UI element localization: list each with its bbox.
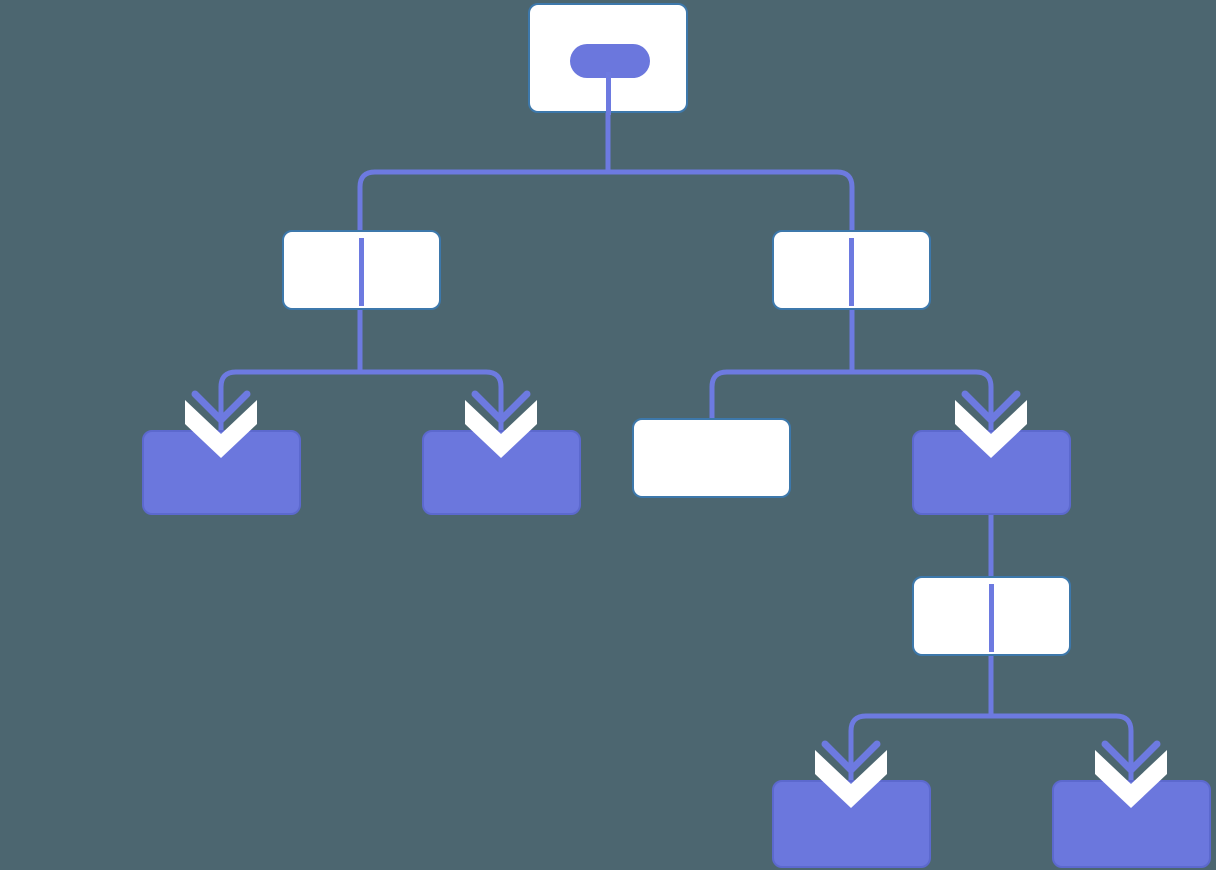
node-leaf-e[interactable] <box>1052 780 1211 868</box>
node-leaf-b[interactable] <box>422 430 581 515</box>
node-root-stem <box>605 72 611 115</box>
node-branch-right-passthrough <box>849 238 854 306</box>
node-leaf-a[interactable] <box>142 430 301 515</box>
node-branch-deep-2[interactable] <box>912 576 1071 656</box>
node-leaf-d[interactable] <box>772 780 931 868</box>
node-root[interactable] <box>528 3 688 115</box>
node-leaf-c[interactable] <box>632 418 791 498</box>
node-branch-deep[interactable] <box>912 430 1071 515</box>
node-branch-right[interactable] <box>772 230 931 310</box>
node-branch-left[interactable] <box>282 230 441 310</box>
node-branch-deep-2-passthrough <box>989 584 994 652</box>
node-branch-left-passthrough <box>359 238 364 306</box>
